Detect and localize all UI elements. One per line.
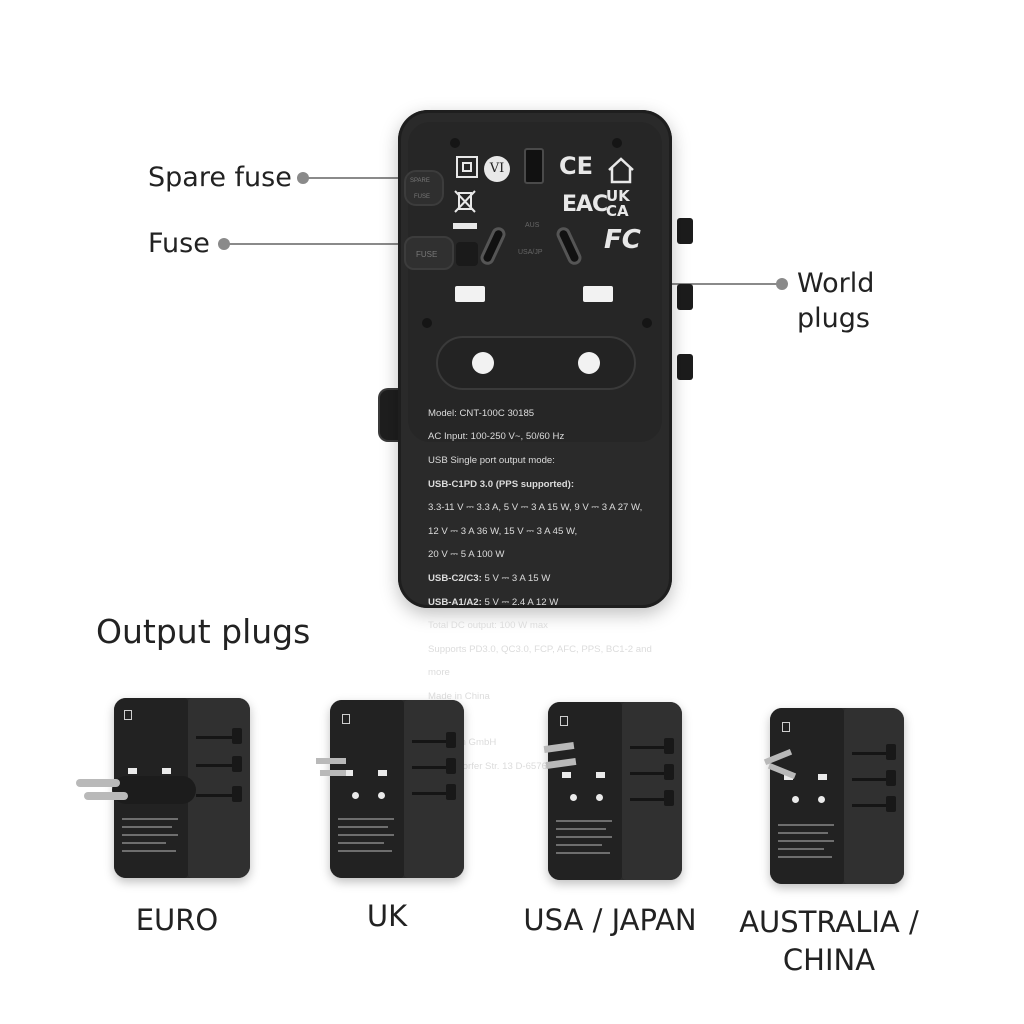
spare-fuse-tag: FUSE xyxy=(414,194,431,200)
uk-slot-left xyxy=(455,286,485,302)
indoor-use-icon xyxy=(606,156,636,184)
spec-supports-more: more xyxy=(428,667,450,679)
fuse-line xyxy=(226,243,414,245)
plug-slider-bottom xyxy=(677,354,693,380)
usa-jp-tag: USA/JP xyxy=(518,249,543,256)
spare-fuse-callout: Spare fuse xyxy=(148,162,292,193)
plug-label-usa-japan: USA / JAPAN xyxy=(523,903,697,937)
euro-hole-right xyxy=(578,352,600,374)
screw xyxy=(642,318,652,328)
euro-hole-left xyxy=(472,352,494,374)
australia-plug-pins xyxy=(763,748,804,780)
fuse-dot xyxy=(218,238,230,250)
spare-fuse-dot xyxy=(297,172,309,184)
plug-label-australia-china-line2: CHINA xyxy=(782,943,876,977)
adapter-australia-china xyxy=(770,708,904,884)
uk-slot-right xyxy=(583,286,613,302)
spec-usb-c2c3-value: 5 V ⎓ 3 A 15 W xyxy=(481,572,551,584)
fuse-window xyxy=(456,242,478,266)
section-title: Output plugs xyxy=(96,612,311,651)
spare-fuse-line xyxy=(305,177,417,179)
spec-made-in: Made in China xyxy=(428,690,490,702)
plug-slider-top xyxy=(677,218,693,244)
fuse-callout: Fuse xyxy=(148,228,210,259)
uk-plug-pins xyxy=(316,754,356,780)
ce-mark: CE xyxy=(559,152,594,180)
spec-model: Model: CNT-100C 30185 xyxy=(428,407,535,419)
fuse-tag: FUSE xyxy=(416,250,438,259)
plug-label-australia-china-line1: AUSTRALIA / xyxy=(739,905,919,939)
world-plugs-line xyxy=(612,283,780,285)
plug-label-euro: EURO xyxy=(135,903,219,937)
spec-usb-mode: USB Single port output mode: xyxy=(428,454,555,466)
screw xyxy=(422,318,432,328)
spec-ac-input: AC Input: 100-250 V~, 50/60 Hz xyxy=(428,431,565,443)
fuse-cap: FUSE xyxy=(404,236,454,270)
adapter-uk xyxy=(330,700,464,878)
spec-usb-c1-line: 12 V ⎓ 3 A 36 W, 15 V ⎓ 3 A 45 W, xyxy=(428,525,578,537)
world-plugs-dot xyxy=(776,278,788,290)
adapter-usa-japan xyxy=(548,702,682,880)
vi-efficiency-mark: VI xyxy=(484,156,510,182)
spec-usb-a-heading: USB-A1/A2: xyxy=(428,596,482,608)
spec-usb-c1-line: 20 V ⎓ 5 A 100 W xyxy=(428,549,505,561)
spec-total-output: Total DC output: 100 W max xyxy=(428,620,548,632)
plug-slider-middle xyxy=(677,284,693,310)
world-plugs-callout-line2: plugs xyxy=(797,303,870,334)
spec-usb-a-value: 5 V ⎓ 2.4 A 12 W xyxy=(481,596,559,608)
ukca-mark-bottom: CA xyxy=(606,202,629,220)
double-insulation-icon xyxy=(456,156,478,178)
weee-bar xyxy=(453,223,477,229)
screw xyxy=(450,138,460,148)
euro-plug-recess xyxy=(436,336,636,390)
fcc-mark: FC xyxy=(604,225,641,255)
usb-a-port xyxy=(524,148,544,184)
spec-supports: Supports PD3.0, QC3.0, FCP, AFC, PPS, BC… xyxy=(428,643,652,655)
screw xyxy=(612,138,622,148)
weee-bin-icon xyxy=(452,188,478,216)
eac-mark: EAC xyxy=(562,192,608,217)
aus-tag: AUS xyxy=(525,222,540,229)
spec-usb-c1-heading: USB-C1PD 3.0 (PPS supported): xyxy=(428,478,575,490)
spec-usb-c2c3-heading: USB-C2/C3: xyxy=(428,572,482,584)
ukca-mark-top: UK xyxy=(606,187,630,205)
usa-plug-pins xyxy=(543,741,580,772)
spare-fuse-cap: SPARE FUSE xyxy=(404,170,444,206)
spare-fuse-tag: SPARE xyxy=(410,178,430,184)
euro-plug-pins xyxy=(76,776,196,804)
spec-usb-c1-line: 3.3-11 V ⎓ 3.3 A, 5 V ⎓ 3 A 15 W, 9 V ⎓ … xyxy=(428,502,643,514)
usb-c-connector xyxy=(378,388,400,442)
plug-label-uk: UK xyxy=(366,899,408,933)
world-plugs-callout-line1: World xyxy=(797,268,875,299)
